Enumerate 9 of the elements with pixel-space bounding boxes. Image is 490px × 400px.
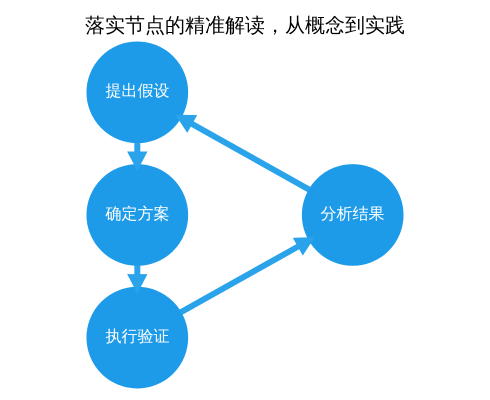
node-circle: 确定方案 bbox=[86, 164, 188, 266]
arrow bbox=[127, 142, 148, 171]
arrow bbox=[179, 237, 315, 315]
arrow bbox=[175, 114, 311, 192]
diagram-title: 落实节点的精准解读，从概念到实践 bbox=[85, 12, 405, 37]
node-circle: 执行验证 bbox=[86, 286, 188, 388]
arrow bbox=[127, 265, 148, 294]
node-circle: 分析结果 bbox=[302, 164, 404, 266]
node-circle: 提出假设 bbox=[86, 41, 188, 144]
